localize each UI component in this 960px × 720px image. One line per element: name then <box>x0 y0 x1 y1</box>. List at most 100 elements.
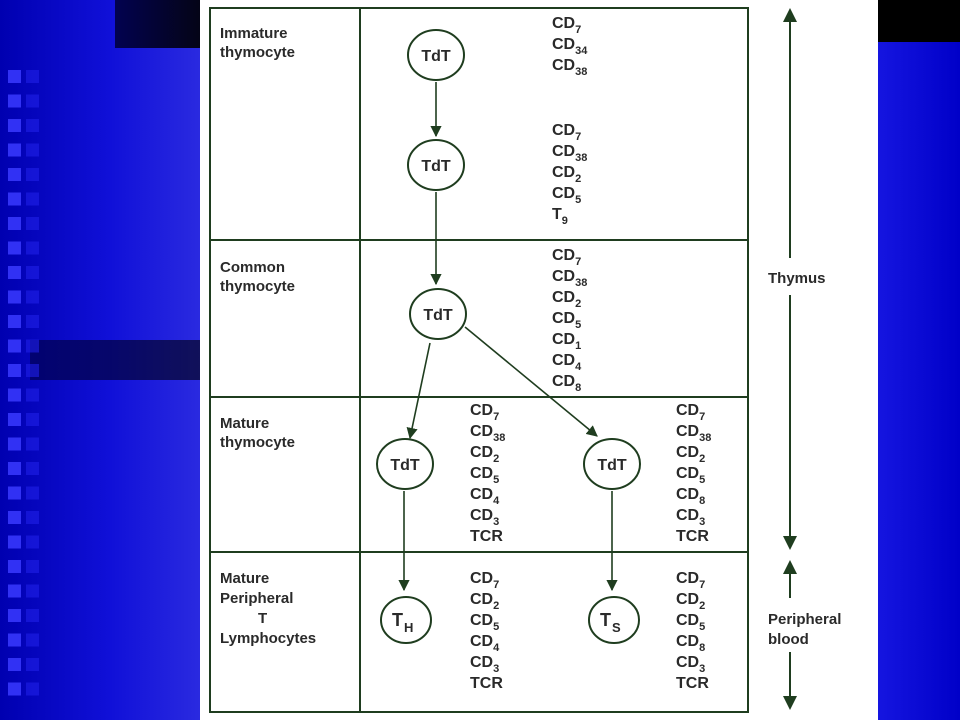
peripheral-blood-label: Peripheral <box>768 611 841 628</box>
marker-label: CD7 <box>552 122 581 143</box>
marker-label: CD7 <box>552 15 581 36</box>
marker-label: CD38 <box>676 423 711 444</box>
decor-square <box>8 609 21 622</box>
marker-label: CD4 <box>470 633 500 654</box>
marker-label: CD2 <box>470 444 499 465</box>
marker-label: CD7 <box>676 402 705 423</box>
cell-label-subscript: S <box>612 620 621 635</box>
cell-tdt-immature-2: TdT <box>407 139 465 191</box>
decor-square <box>8 658 21 671</box>
cell-circle <box>407 29 465 81</box>
cell-label: TdT <box>421 158 451 175</box>
diagram-slide: Immature thymocyte Common thymocyte Matu… <box>200 0 878 720</box>
cell-tdt-immature-1: TdT <box>407 29 465 81</box>
marker-label: CD2 <box>676 591 705 612</box>
stage-label-line: Mature <box>220 570 269 587</box>
decor-square <box>8 388 21 402</box>
decor-square <box>26 192 39 206</box>
stage-label-line: Lymphocytes <box>220 630 316 647</box>
marker-label: CD38 <box>552 268 587 289</box>
marker-label: CD5 <box>552 310 581 331</box>
cell-label: TdT <box>421 48 451 65</box>
stage-label-line: Common <box>220 259 285 276</box>
cell-label: T <box>392 610 403 630</box>
decor-square <box>8 584 21 598</box>
stage-label-line: Mature <box>220 415 269 432</box>
decor-square <box>8 486 21 500</box>
marker-label: CD5 <box>552 185 581 206</box>
decor-square <box>8 560 21 573</box>
marker-label: CD8 <box>676 486 705 507</box>
marker-label: CD8 <box>552 373 581 394</box>
thymus-label: Thymus <box>768 270 826 287</box>
decor-square <box>26 633 39 647</box>
decor-square <box>8 266 21 279</box>
cell-t-suppressor: T S <box>588 596 640 644</box>
marker-label: CD38 <box>552 143 587 164</box>
cell-circle <box>583 438 641 490</box>
stage-label-mature-thymocyte: Mature thymocyte <box>220 415 295 451</box>
decor-square <box>26 388 39 402</box>
decor-square <box>26 143 39 157</box>
marker-label: CD4 <box>470 486 500 507</box>
stage-label-line: T <box>258 610 267 627</box>
cell-label-subscript: H <box>404 620 413 635</box>
decor-square <box>26 315 39 328</box>
decor-square <box>26 535 39 549</box>
stage-label-line: thymocyte <box>220 44 295 61</box>
compartment-arrows <box>783 8 797 710</box>
stage-label-line: thymocyte <box>220 278 295 295</box>
decor-square <box>26 241 39 255</box>
stage-label-immature: Immature thymocyte <box>220 25 295 61</box>
decor-square <box>8 217 21 230</box>
marker-label: CD2 <box>552 289 581 310</box>
decor-square <box>26 339 39 353</box>
peripheral-blood-label: blood <box>768 631 809 648</box>
marker-label: CD7 <box>552 247 581 268</box>
decor-square <box>8 413 21 426</box>
decor-square <box>8 535 21 549</box>
marker-label: CD2 <box>470 591 499 612</box>
decor-square <box>26 486 39 500</box>
decor-square <box>8 315 21 328</box>
marker-label: TCR <box>470 675 503 692</box>
lineage-arrows <box>398 82 618 592</box>
decor-square <box>8 511 21 524</box>
marker-label: TCR <box>470 528 503 545</box>
cell-tdt-mature-suppressor: TdT <box>583 438 641 490</box>
right-decor-panel <box>878 0 960 720</box>
decor-square <box>26 94 39 108</box>
decor-square <box>26 437 39 451</box>
decor-square <box>8 462 21 475</box>
stage-label-mature-peripheral: Mature Peripheral T Lymphocytes <box>220 570 316 647</box>
peripheral-range-arrowhead-down <box>783 696 797 710</box>
right-decor-graphic <box>878 0 960 720</box>
marker-label: CD5 <box>470 465 499 486</box>
marker-label: CD38 <box>470 423 505 444</box>
decor-square <box>26 119 39 132</box>
t-cell-differentiation-diagram: Immature thymocyte Common thymocyte Matu… <box>209 7 841 713</box>
decor-square <box>8 119 21 132</box>
cell-t-helper: T H <box>380 596 432 644</box>
decor-square <box>8 290 21 304</box>
marker-label: TCR <box>676 528 709 545</box>
stage-label-line: thymocyte <box>220 434 295 451</box>
marker-label: CD7 <box>676 570 705 591</box>
table-frame <box>209 7 749 713</box>
decor-square <box>8 339 21 353</box>
decor-square <box>8 633 21 647</box>
marker-label: CD5 <box>676 465 705 486</box>
cell-label: TdT <box>423 307 453 324</box>
decor-square <box>26 413 39 426</box>
marker-label: T9 <box>552 206 568 227</box>
cell-circle <box>380 596 432 644</box>
cell-circle <box>588 596 640 644</box>
left-decor-panel <box>0 0 200 720</box>
decor-square <box>26 168 39 181</box>
marker-label: CD5 <box>676 612 705 633</box>
